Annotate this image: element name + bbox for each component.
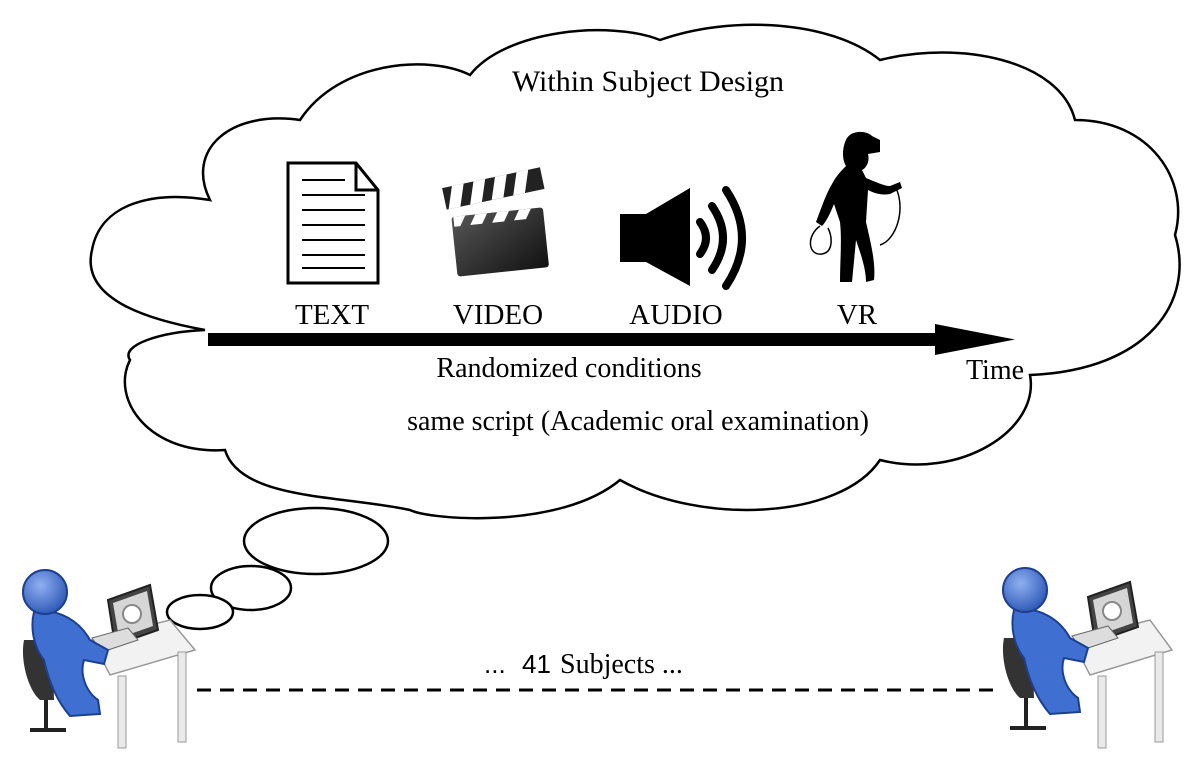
person-at-computer-icon-left	[22, 569, 197, 749]
condition-label-video: VIDEO	[453, 299, 543, 331]
thought-bubble-small	[165, 593, 235, 631]
randomized-conditions-label: Randomized conditions	[436, 353, 701, 384]
subjects-label: Subjects ...	[560, 649, 683, 680]
speaker-icon	[620, 186, 746, 290]
condition-label-text: TEXT	[295, 299, 369, 331]
time-axis-label: Time	[966, 355, 1024, 386]
thought-bubble-large	[242, 506, 390, 576]
diagram-title: Within Subject Design	[512, 65, 784, 98]
script-label: same script (Academic oral examination)	[407, 406, 869, 437]
vr-user-icon	[809, 131, 902, 282]
subjects-count: 41	[522, 649, 551, 679]
person-at-computer-icon-right	[1002, 567, 1174, 749]
clapperboard-icon	[442, 167, 549, 277]
condition-label-vr: VR	[837, 299, 878, 331]
subjects-prefix: ...	[484, 649, 506, 679]
time-arrow	[208, 324, 1015, 355]
thought-bubble-medium	[209, 564, 293, 612]
thought-cloud	[89, 23, 1181, 631]
condition-label-audio: AUDIO	[629, 299, 722, 331]
document-icon	[286, 161, 380, 285]
